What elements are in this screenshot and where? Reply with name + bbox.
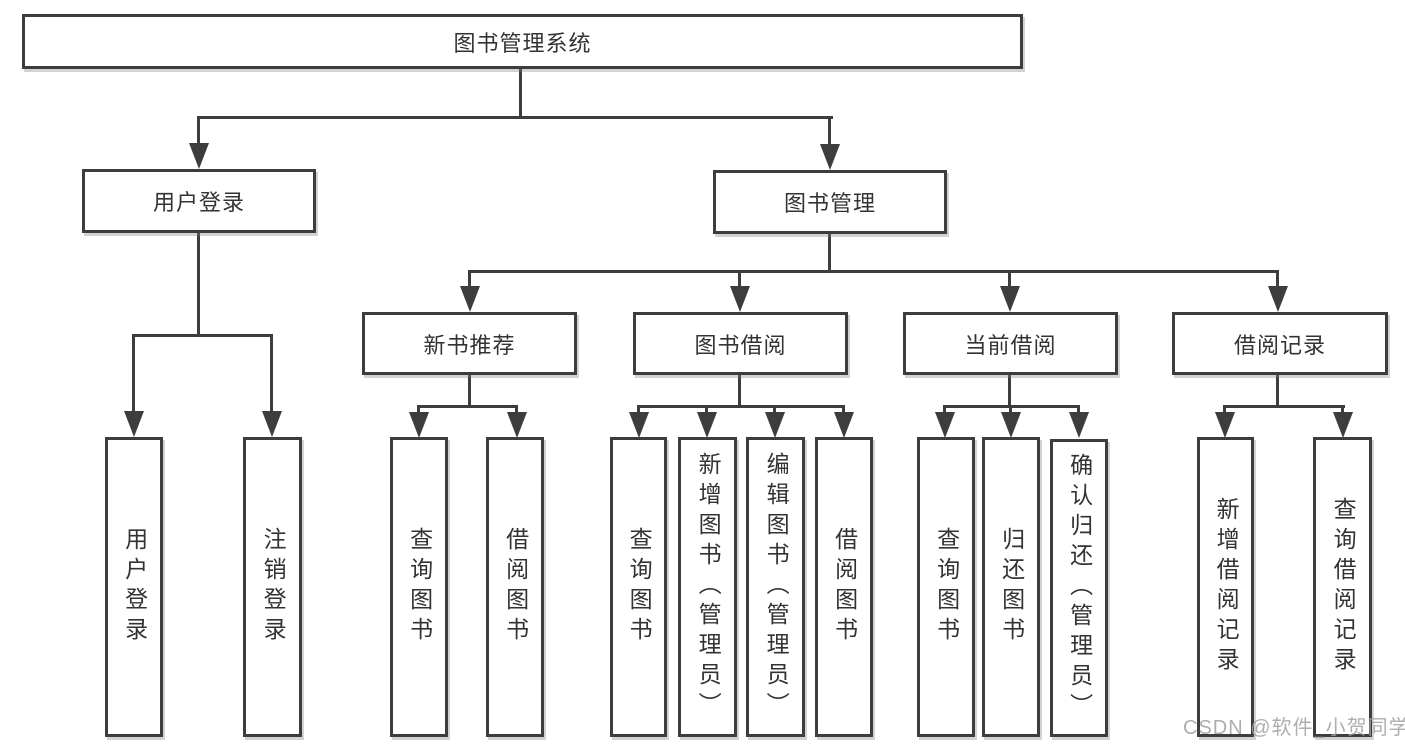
node-cb-query-books-label: 查询图书 [933,527,960,647]
node-new-book-recommend: 新书推荐 [362,312,577,375]
connector-arrowhead-borrow-records [1268,286,1288,312]
connector-arrowhead-ul-leaf2 [262,411,282,437]
node-cb-return-books: 归还图书 [982,437,1040,737]
connector-cb-leaf1-stem [943,405,946,417]
connector-book-borrow-rail [637,405,845,408]
node-bb-edit-books-admin-label: 编辑图书（管理员） [763,452,790,722]
node-user-login-label: 用户登录 [152,190,245,215]
connector-cb-leaf3-stem [1077,405,1080,417]
connector-bb-leaf1-stem [637,405,640,417]
connector-arrowhead-cb-leaf3 [1069,412,1089,438]
connector-book-management-down [828,233,831,273]
node-current-borrow-label: 当前借阅 [964,332,1057,358]
node-new-book-recommend-label: 新书推荐 [423,332,516,358]
node-book-borrow-label: 图书借阅 [694,332,787,358]
connector-arrowhead-nb-leaf1 [409,412,429,438]
node-borrow-records: 借阅记录 [1172,312,1388,375]
node-cb-query-books: 查询图书 [917,437,975,737]
node-nb-query-books: 查询图书 [390,437,448,737]
connector-arrowhead-cb-leaf2 [1001,412,1021,438]
connector-current-borrow-down [1008,374,1011,407]
node-user-login: 用户登录 [82,169,316,233]
node-borrow-records-label: 借阅记录 [1233,332,1326,358]
csdn-watermark: CSDN @软件_小贺同学 [1183,717,1405,739]
node-nb-query-books-label: 查询图书 [406,527,433,647]
connector-arrowhead-user-login [189,143,209,169]
node-nb-borrow-books: 借阅图书 [486,437,544,737]
node-br-query-record: 查询借阅记录 [1313,437,1372,737]
connector-borrow-records-rail [1223,405,1345,408]
connector-arrowhead-bb-leaf1 [629,412,649,438]
connector-user-login-rail [132,334,273,337]
connector-nb-leaf1-stem [417,405,420,417]
connector-bb-leaf4-stem [842,405,845,417]
connector-br-leaf2-stem [1341,405,1344,417]
connector-new-book-rail [417,405,518,408]
node-nb-borrow-books-label: 借阅图书 [502,527,529,647]
node-user-login-action-label: 用户登录 [121,527,148,647]
node-bb-query-books: 查询图书 [610,437,667,737]
connector-user-login-stem [197,116,200,150]
connector-current-borrow-stem [1008,270,1011,292]
connector-arrowhead-book-management [820,144,840,170]
connector-new-book-down [468,374,471,407]
node-bb-borrow-books-label: 借阅图书 [831,527,858,647]
connector-arrowhead-cb-leaf1 [935,412,955,438]
node-book-borrow: 图书借阅 [633,312,848,375]
connector-level1-rail [197,116,833,119]
connector-book-management-stem [828,116,831,150]
node-bb-borrow-books: 借阅图书 [815,437,873,737]
connector-level2-rail [468,270,1279,273]
connector-arrowhead-bb-leaf4 [834,412,854,438]
node-bb-query-books-label: 查询图书 [626,527,653,647]
node-user-login-action: 用户登录 [105,437,163,737]
node-bb-add-books-admin-label: 新增图书（管理员） [695,452,722,722]
node-bb-edit-books-admin: 编辑图书（管理员） [746,437,805,737]
connector-book-borrow-stem [738,270,741,292]
node-book-management: 图书管理 [713,170,947,234]
connector-arrowhead-br-leaf2 [1333,412,1353,438]
connector-br-leaf1-stem [1223,405,1226,417]
node-cb-return-books-label: 归还图书 [998,527,1025,647]
node-logout: 注销登录 [243,437,302,737]
connector-nb-leaf2-stem [515,405,518,417]
connector-arrowhead-br-leaf1 [1215,412,1235,438]
connector-cb-leaf2-stem [1009,405,1012,417]
node-bb-add-books-admin: 新增图书（管理员） [678,437,737,737]
connector-arrowhead-bb-leaf3 [765,412,785,438]
connector-arrowhead-bb-leaf2 [697,412,717,438]
node-logout-label: 注销登录 [260,527,287,647]
connector-bb-leaf3-stem [773,405,776,417]
connector-user-login-down [197,231,200,337]
connector-borrow-records-stem [1276,270,1279,292]
node-cb-confirm-return-admin-label: 确认归还（管理员） [1066,453,1093,723]
node-book-management-label: 图书管理 [783,191,876,216]
connector-new-book-stem [468,270,471,292]
connector-ul-leaf2-stem [270,334,273,416]
connector-bb-leaf2-stem [705,405,708,417]
node-br-query-record-label: 查询借阅记录 [1330,497,1357,677]
connector-root-stem [519,68,522,118]
node-root-label: 图书管理系统 [453,30,592,56]
connector-borrow-records-down [1276,374,1279,407]
node-current-borrow: 当前借阅 [903,312,1118,375]
connector-arrowhead-nb-leaf2 [507,412,527,438]
connector-arrowhead-book-borrow [730,286,750,312]
connector-arrowhead-current-borrow [1000,286,1020,312]
node-br-add-record: 新增借阅记录 [1197,437,1254,737]
node-br-add-record-label: 新增借阅记录 [1213,497,1240,677]
connector-book-borrow-down [738,374,741,407]
node-cb-confirm-return-admin: 确认归还（管理员） [1050,439,1108,737]
connector-arrowhead-ul-leaf1 [124,411,144,437]
connector-arrowhead-new-book [460,286,480,312]
node-root: 图书管理系统 [22,14,1023,69]
connector-ul-leaf1-stem [132,334,135,416]
